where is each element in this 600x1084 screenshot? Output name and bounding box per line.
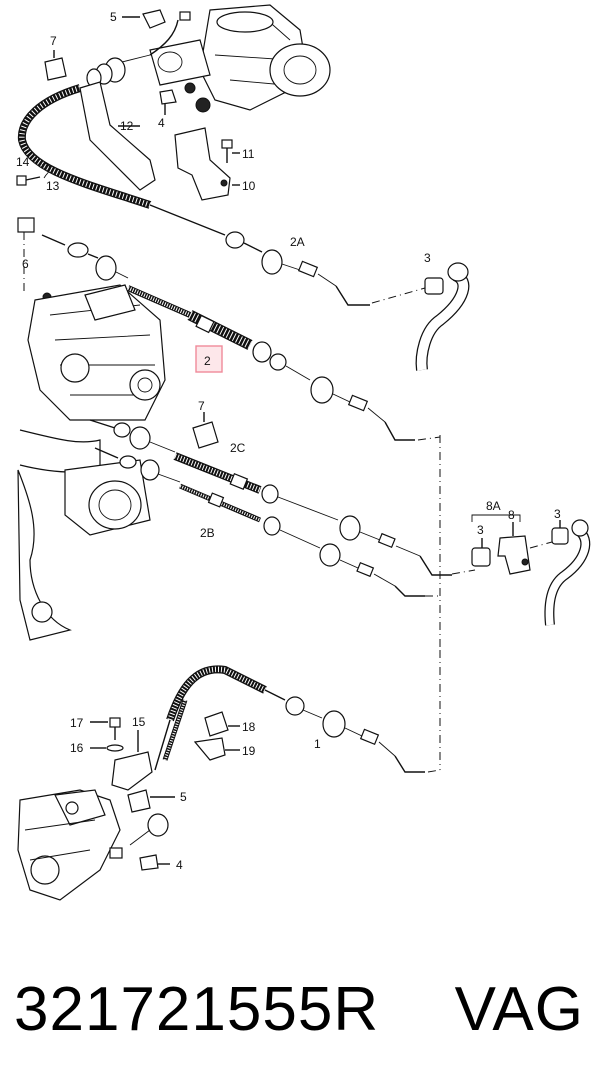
callout-16: 16 (70, 741, 84, 755)
callout-15: 15 (132, 715, 146, 729)
hose-mid-right (544, 519, 591, 626)
part-10-bracket (174, 127, 240, 201)
cable-2C (89, 419, 452, 576)
cable-1 (154, 665, 441, 773)
cable-2A-sheath (17, 84, 370, 306)
callout-5-bottom: 5 (180, 790, 187, 804)
callout-18: 18 (242, 720, 256, 734)
part-17-bolt (90, 717, 121, 740)
manifold-mid (17, 429, 151, 641)
callout-14: 14 (16, 155, 30, 169)
callout-2B: 2B (200, 526, 215, 540)
part-7-clip-mid (192, 412, 219, 449)
brand-name: VAG (454, 975, 584, 1044)
part-6-connector (17, 217, 52, 302)
top-cable-end (109, 11, 191, 66)
callout-4-bottom: 4 (176, 858, 183, 872)
callout-12: 12 (120, 119, 134, 133)
callout-10: 10 (242, 179, 256, 193)
part-5-clip-bottom (127, 789, 175, 813)
part-number: 321721555R (14, 975, 380, 1044)
highlight-box[interactable] (195, 345, 223, 373)
callout-3-mid-right: 3 (554, 507, 561, 521)
manifold-bottom (17, 789, 121, 901)
cable-2B (94, 447, 425, 597)
callout-2: 2 (204, 354, 211, 368)
hose-top-right (415, 262, 470, 371)
callout-13: 13 (46, 179, 60, 193)
callout-19: 19 (242, 744, 256, 758)
callout-2C: 2C (230, 441, 246, 455)
part-12-bracket (79, 81, 156, 191)
part-7-clip-top (44, 57, 67, 81)
callout-7-mid: 7 (198, 399, 205, 413)
callout-6: 6 (22, 257, 29, 271)
callout-7-top: 7 (50, 34, 57, 48)
callout-11: 11 (242, 147, 255, 161)
callout-1: 1 (314, 737, 321, 751)
part-8A-group (471, 514, 569, 575)
part-11-bolt (221, 139, 240, 163)
parts-diagram: 5 7 4 12 11 14 13 10 2A 6 3 2 7 2C 2B 8A… (16, 4, 591, 901)
callout-3-mid-left: 3 (477, 523, 484, 537)
top-bellows (86, 57, 126, 88)
part-4-bottom (139, 854, 170, 871)
callout-4-top: 4 (158, 116, 165, 130)
part-3-top (371, 277, 444, 304)
part-5-clip-top (122, 9, 166, 29)
part-14-bolt (16, 175, 41, 186)
part-4-top (159, 89, 177, 115)
bottom-cable-end (109, 813, 169, 859)
part-13-clip (41, 163, 50, 176)
callout-2A: 2A (290, 235, 305, 249)
callout-8: 8 (508, 508, 515, 522)
part-19-bracket (193, 737, 240, 761)
callout-3-top: 3 (424, 251, 431, 265)
part-15-bracket (111, 730, 153, 791)
caption-bar: 321721555R VAG (0, 945, 600, 1075)
callout-8A: 8A (486, 499, 501, 513)
part-16-washer (90, 744, 124, 752)
part-18-clip (204, 711, 240, 737)
callout-5-top: 5 (110, 10, 117, 24)
callout-17: 17 (70, 716, 84, 730)
carburettor-top (149, 4, 331, 113)
mid-carburettor (27, 284, 166, 421)
cable-2 (41, 234, 441, 441)
